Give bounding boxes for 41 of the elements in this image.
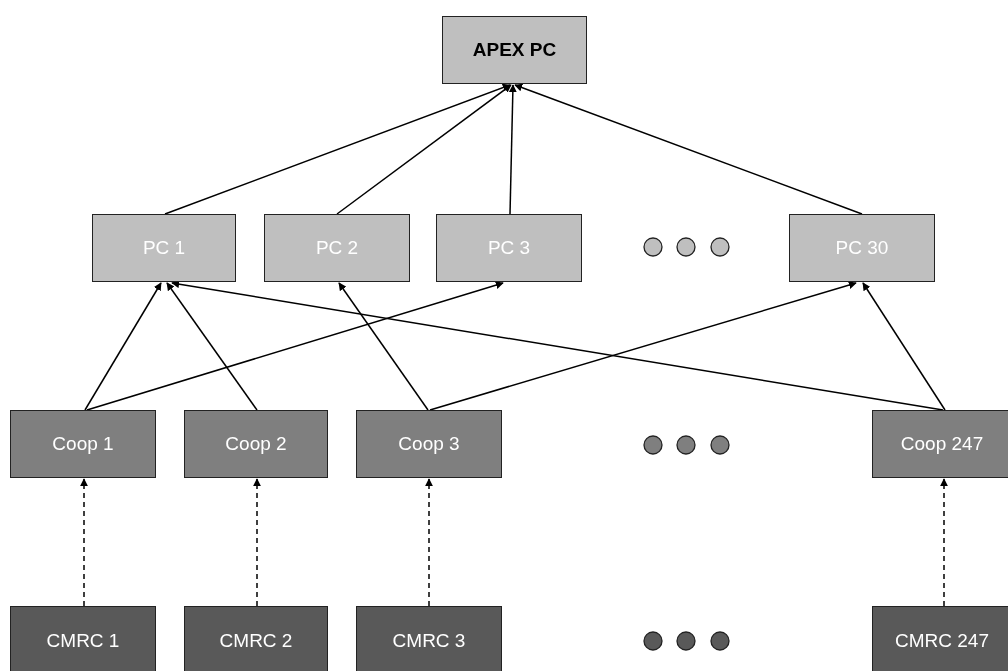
arrow <box>164 83 511 215</box>
box-label: APEX PC <box>471 39 558 61</box>
box <box>10 410 156 478</box>
box-label: CMRC 247 <box>894 630 990 652</box>
box-label: PC 2 <box>314 237 360 259</box>
arrow <box>862 282 946 411</box>
box <box>872 606 1008 671</box>
box-label: CMRC 1 <box>45 630 121 652</box>
arrow <box>253 478 261 607</box>
box <box>10 606 156 671</box>
box <box>184 606 328 671</box>
arrow <box>338 282 429 411</box>
arrow <box>514 83 863 215</box>
box <box>356 606 502 671</box>
box-label: Coop 3 <box>397 433 461 455</box>
box <box>872 410 1008 478</box>
box <box>442 16 587 84</box>
arrow <box>171 280 944 411</box>
box-label: Coop 1 <box>51 433 115 455</box>
arrow <box>940 478 948 607</box>
arrow <box>80 478 88 607</box>
box-label: PC 1 <box>141 237 187 259</box>
box <box>789 214 935 282</box>
box-label: PC 3 <box>486 237 532 259</box>
arrow <box>166 282 258 411</box>
box-label: PC 30 <box>834 237 890 259</box>
arrow <box>336 84 512 215</box>
box-label: CMRC 2 <box>218 630 294 652</box>
box <box>92 214 236 282</box>
arrow <box>425 478 433 607</box>
box <box>264 214 410 282</box>
box <box>356 410 502 478</box>
box <box>184 410 328 478</box>
box-label: CMRC 3 <box>391 630 467 652</box>
arrow <box>84 282 162 411</box>
arrow <box>429 281 857 411</box>
arrow <box>86 281 504 411</box>
box-label: Coop 2 <box>224 433 288 455</box>
box-label: Coop 247 <box>899 433 985 455</box>
arrow <box>508 84 517 215</box>
box <box>436 214 582 282</box>
